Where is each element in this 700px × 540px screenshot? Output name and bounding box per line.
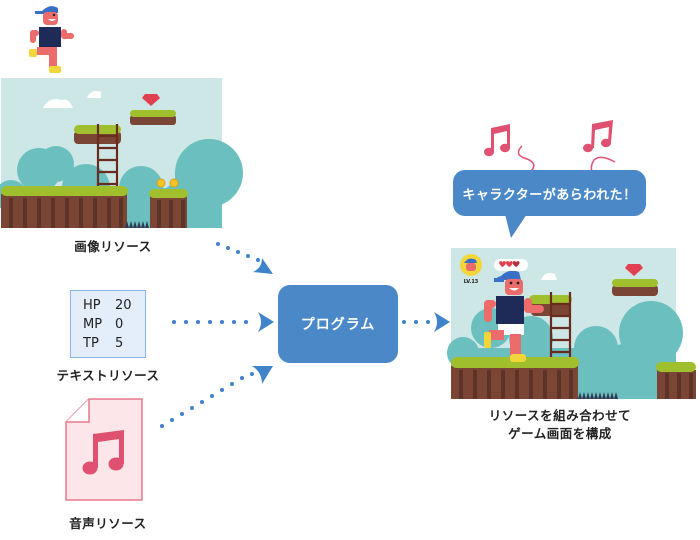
music-note-icon [583,120,613,153]
cloud [87,90,101,98]
floating-platform [612,279,658,296]
gem-icon [625,264,643,276]
text-resource-box: HP 20 MP 0 TP 5 [70,290,146,358]
cloud [43,99,73,108]
program-box: プログラム [278,285,398,363]
music-notes-decoration [484,120,616,179]
hud-level: LV.13 [464,279,479,285]
stat-key: TP [83,336,99,351]
sound-resource-label: 音声リソース [69,516,147,531]
music-note-icon [82,430,124,475]
spikes [125,221,149,228]
arrowhead [258,312,274,332]
player-character [484,270,544,362]
coin-icon [156,178,166,188]
result-game-screen: LV.13 [447,248,696,399]
image-resource-label: 画像リソース [74,239,152,254]
stat-row-mp: MP 0 [83,315,145,334]
spikes [578,392,618,399]
character-sprite [29,6,74,73]
stat-value: 5 [115,336,124,351]
squiggle [517,145,535,177]
result-caption-line2: ゲーム画面を構成 [508,426,612,441]
coin-icon [169,178,179,188]
cloud [541,272,557,280]
arrowhead [253,258,273,274]
hud-avatar [460,254,482,276]
sound-file-icon [65,398,143,501]
heart-icon [499,261,506,268]
stat-row-hp: HP 20 [83,296,145,315]
stat-key: MP [83,317,103,332]
ground-right [656,362,696,399]
arrowhead [434,312,450,332]
heart-icon [505,261,513,268]
image-resource-scene [0,78,243,228]
ground-left [451,357,579,399]
ladder [549,292,572,360]
floating-platform [130,110,176,125]
stat-key: HP [83,298,101,313]
ground-right [149,189,188,228]
ladder [96,124,119,188]
arrowhead [252,366,273,384]
music-note-icon [484,124,510,157]
heart-icon [512,261,520,268]
speech-bubble-tail [505,214,527,238]
speech-bubble: キャラクターがあらわれた！ [453,170,646,216]
ground-left [1,186,128,228]
hud-hearts [494,259,528,271]
stat-value: 0 [115,317,124,332]
gem-icon [142,94,160,106]
squiggle [579,156,616,179]
stat-row-tp: TP 5 [83,334,145,353]
stat-value: 20 [115,298,132,313]
text-resource-label: テキストリソース [56,368,160,383]
result-caption-line1: リソースを組み合わせて [488,408,632,423]
